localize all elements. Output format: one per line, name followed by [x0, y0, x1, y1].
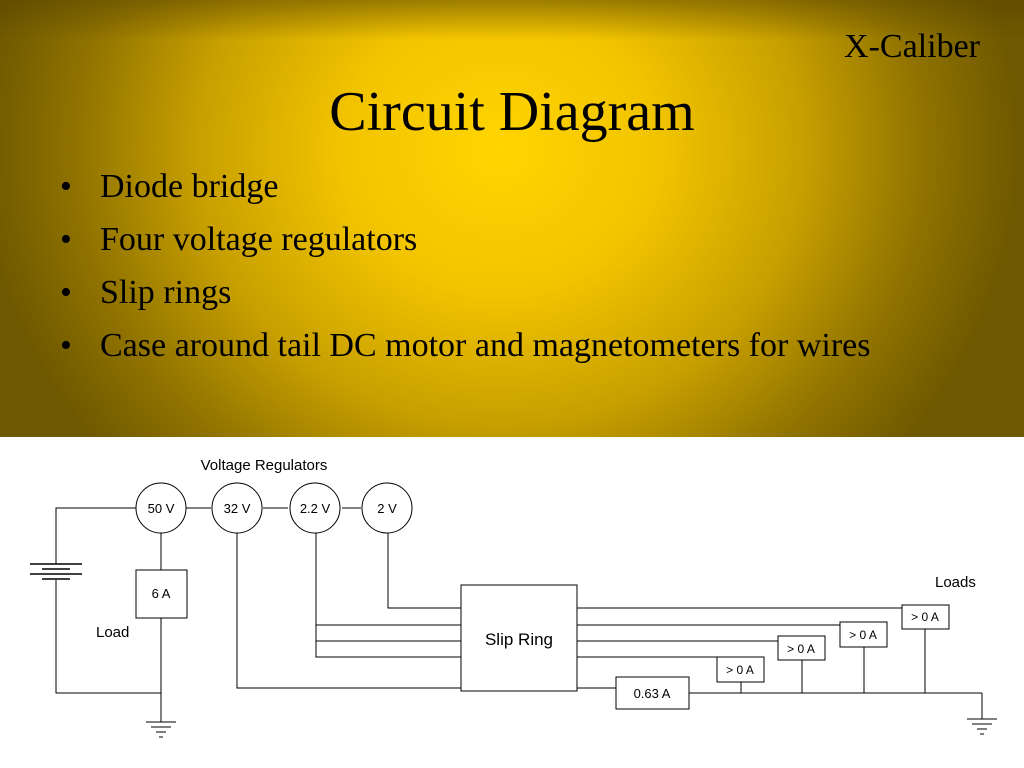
wire-32v [236, 533, 461, 689]
wire-2v [387, 533, 461, 609]
current-meter-label: 0.63 A [634, 686, 671, 701]
load-item: > 0 A [777, 635, 826, 661]
bullet-item: • Case around tail DC motor and magnetome… [56, 327, 956, 365]
bullet-text: Four voltage regulators [100, 221, 418, 258]
ground-icon [146, 721, 176, 738]
bullet-marker: • [60, 327, 72, 364]
regulator: 32 V [211, 482, 263, 534]
slide-title: Circuit Diagram [329, 81, 695, 143]
wire-battery-top [55, 507, 136, 564]
regulator-label: 32 V [224, 501, 251, 516]
load-item: > 0 A [839, 621, 888, 648]
regulator: 2.2 V [289, 482, 341, 534]
bullet-marker: • [60, 221, 72, 258]
bullet-item: • Diode bridge [56, 168, 956, 206]
load-item: > 0 A [716, 656, 765, 683]
brand-text: X-Caliber [844, 28, 980, 65]
wire-22v [315, 533, 461, 658]
bullet-marker: • [60, 274, 72, 311]
load-item-label: > 0 A [849, 628, 877, 642]
wire-battery-bottom [55, 580, 161, 694]
slip-ring-label: Slip Ring [485, 630, 553, 649]
bullet-marker: • [60, 168, 72, 205]
bullet-list: • Diode bridge • Four voltage regulators •… [56, 168, 956, 380]
load-item-label: > 0 A [787, 642, 815, 656]
bullet-text: Slip rings [100, 274, 232, 311]
regulator: 2 V [361, 482, 413, 534]
bullet-text: Case around tail DC motor and magnetomet… [100, 327, 871, 364]
load-label: Load [96, 624, 129, 641]
regulator-label: 50 V [148, 501, 175, 516]
battery-icon [30, 563, 82, 580]
bullet-item: • Slip rings [56, 274, 956, 312]
slip-ring-box: Slip Ring [460, 584, 578, 692]
load-current: 6 A [152, 586, 171, 601]
circuit-diagram: Voltage Regulators 50 V 32 V 2.2 V 2 V 6… [30, 457, 997, 738]
regulators-label: Voltage Regulators [201, 457, 328, 474]
regulator: 50 V [135, 482, 187, 534]
regulator-label: 2 V [377, 501, 397, 516]
bullet-text: Diode bridge [100, 168, 279, 205]
bullet-item: • Four voltage regulators [56, 221, 956, 259]
ground-icon [967, 718, 997, 735]
load-item-label: > 0 A [911, 610, 939, 624]
regulator-label: 2.2 V [300, 501, 331, 516]
current-meter-box: 0.63 A [615, 676, 690, 710]
load-box: 6 A [135, 569, 188, 619]
slide-header-area: X-Caliber Circuit Diagram • Diode bridge … [0, 0, 1024, 437]
loads-label: Loads [935, 574, 976, 591]
load-item: > 0 A [901, 604, 950, 630]
load-item-label: > 0 A [726, 663, 754, 677]
